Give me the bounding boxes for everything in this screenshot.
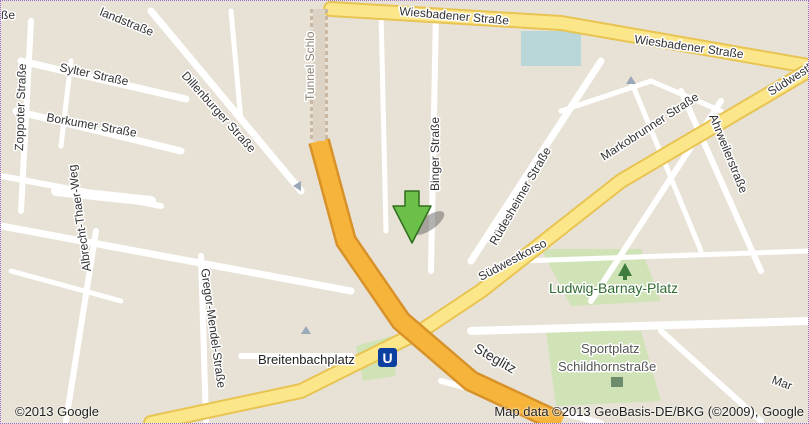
location-marker-icon[interactable] bbox=[392, 190, 432, 244]
ubahn-icon[interactable]: U bbox=[378, 348, 397, 367]
marker-shadow bbox=[413, 211, 445, 235]
park-sportplatz bbox=[546, 331, 661, 406]
label-binger: Binger Straße bbox=[428, 117, 442, 191]
main-streets bbox=[143, 1, 808, 423]
sports-icon bbox=[611, 377, 623, 387]
label-tunnel: Tunnel Schlo bbox=[303, 31, 317, 101]
tree-icon bbox=[618, 263, 632, 280]
park-ludwig-barnay bbox=[541, 249, 661, 306]
label-zoppoter: Zoppoter Straße bbox=[12, 63, 29, 151]
map-copyright: ©2013 Google bbox=[15, 404, 100, 419]
label-strasse-fragment: ße bbox=[1, 8, 15, 22]
label-sportplatz: Sportplatz bbox=[581, 341, 640, 356]
minor-streets bbox=[1, 7, 808, 423]
motorway bbox=[308, 9, 566, 423]
label-schildhornstrasse: Schildhornstraße bbox=[558, 359, 656, 374]
ubahn-symbol: U bbox=[382, 350, 392, 366]
water-area bbox=[521, 31, 581, 66]
label-breitenbachplatz: Breitenbachplatz bbox=[258, 352, 355, 367]
label-ludwig-barnay: Ludwig-Barnay-Platz bbox=[549, 280, 678, 296]
oneway-arrows bbox=[293, 76, 636, 334]
map-attribution: Map data ©2013 GeoBasis-DE/BKG (©2009), … bbox=[494, 404, 804, 419]
